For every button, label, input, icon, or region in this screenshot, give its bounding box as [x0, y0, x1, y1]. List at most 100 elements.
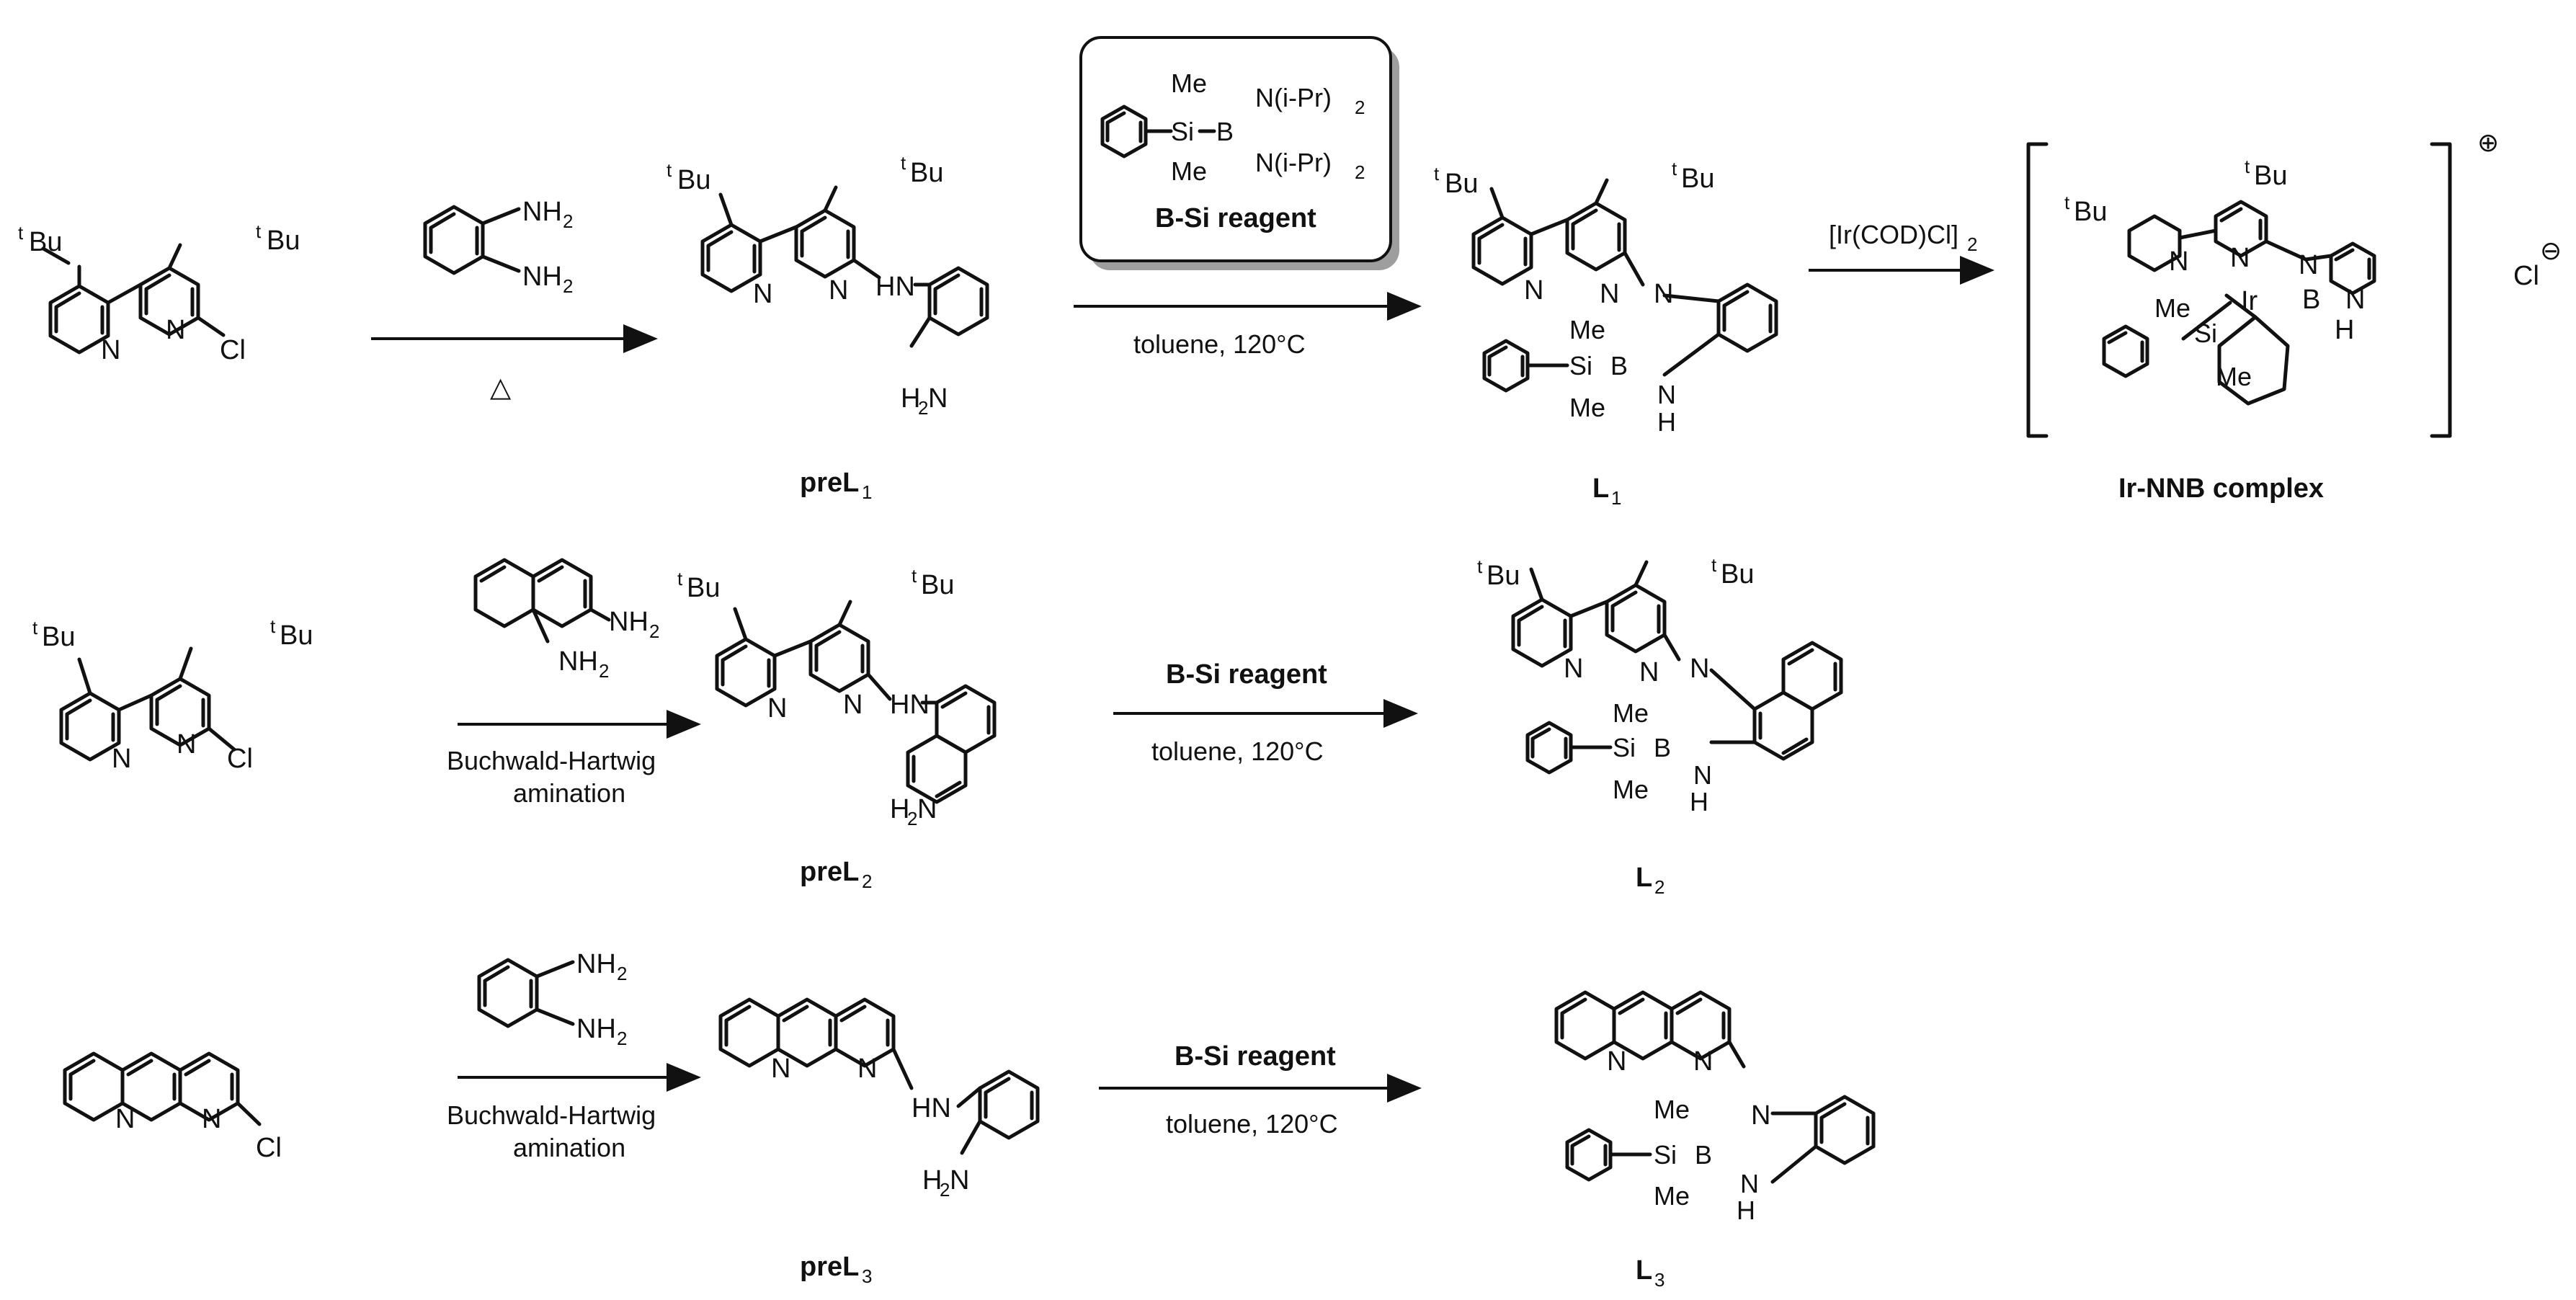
- nh2-label: NH: [522, 262, 562, 292]
- complex-label: Ir-NNB complex: [2118, 473, 2324, 504]
- tert-prefix: t: [18, 222, 24, 244]
- methyl-label: Me: [1613, 698, 1649, 728]
- heat-symbol: △: [490, 373, 512, 403]
- h-label: H: [2335, 315, 2354, 345]
- prel3-label: preL: [800, 1252, 859, 1282]
- bsi-label-row2: B-Si reagent: [1166, 659, 1327, 690]
- boron-label: B: [1610, 351, 1628, 380]
- nh2-label: NH: [522, 197, 562, 227]
- tbu-label: Bu: [1445, 169, 1478, 199]
- nh2-label: NH: [576, 949, 616, 979]
- hn-label: HN: [912, 1093, 951, 1123]
- l1-structure: N N N Me Si Me B N H t Bu t Bu L 1: [1434, 158, 1778, 509]
- n-atom: N: [829, 275, 848, 306]
- l1-label: L: [1592, 473, 1609, 504]
- nh-label: N: [1693, 760, 1712, 790]
- right-bracket: [2430, 142, 2452, 438]
- tbu-label: Bu: [677, 165, 710, 195]
- methyl-label: Me: [1654, 1181, 1690, 1211]
- bipyridine-chloride-row1: N N Cl t Bu t Bu: [18, 221, 300, 365]
- si-label: Si: [2194, 319, 2217, 348]
- methyl-label: Me: [1171, 68, 1207, 98]
- tert-prefix: t: [1711, 554, 1717, 576]
- n-atom: N: [843, 690, 863, 720]
- hn-label: HN: [875, 272, 915, 302]
- cl-atom: Cl: [256, 1133, 282, 1163]
- condition-toluene-row3: toluene, 120°C: [1166, 1109, 1338, 1139]
- tert-prefix: t: [1434, 163, 1440, 184]
- step3-reagent: NH 2 NH 2 Buchwald-Hartwig amination: [447, 949, 701, 1162]
- nh2-label: NH: [576, 1014, 616, 1044]
- subscript: 2: [599, 660, 609, 682]
- amination-line2: amination: [513, 778, 625, 808]
- subscript: 2: [1355, 161, 1365, 183]
- boron-label: B: [1216, 117, 1234, 146]
- subscript: 2: [907, 808, 917, 829]
- tbu-label: Bu: [1721, 559, 1754, 589]
- tbu-label: Bu: [280, 620, 313, 651]
- amination-line2: amination: [513, 1133, 625, 1162]
- tert-prefix: t: [270, 615, 276, 637]
- cl-atom: Cl: [220, 335, 246, 365]
- l2-structure: N N N Me Si Me B N H t Bu t Bu L 2: [1477, 554, 1843, 898]
- methyl-label: Me: [1569, 315, 1605, 344]
- n-atom: N: [1607, 1046, 1626, 1077]
- tbu-label: Bu: [687, 573, 720, 603]
- si-label: Si: [1569, 351, 1592, 380]
- n-atom: N: [1654, 279, 1673, 309]
- nh-label: N: [1657, 380, 1676, 409]
- bsi-reagent-box: Me Si Me B N(i-Pr) 2 N(i-Pr) 2 B-Si reag…: [1079, 36, 1399, 270]
- l2-label: L: [1636, 863, 1652, 893]
- l3-label: L: [1636, 1255, 1652, 1286]
- tert-prefix: t: [677, 568, 683, 589]
- l3-structure: N N N Me Si Me B N H L 3: [1554, 990, 1876, 1291]
- subscript: 2: [617, 963, 627, 984]
- prel1-subscript: 1: [862, 481, 872, 503]
- condition-toluene: toluene, 120°C: [1133, 329, 1306, 359]
- condition-ir: [Ir(COD)Cl]: [1829, 220, 1958, 249]
- n-atom: N: [1564, 654, 1583, 684]
- n-atom: N: [1600, 279, 1619, 309]
- subscript: 2: [940, 1179, 950, 1201]
- tert-prefix: t: [32, 617, 38, 638]
- n-atom: N: [177, 729, 196, 760]
- si-label: Si: [1613, 733, 1636, 762]
- tbu-label: Bu: [29, 227, 62, 257]
- tbu-label: Bu: [267, 226, 300, 256]
- amination-line1: Buchwald-Hartwig: [447, 1100, 656, 1130]
- ir-atom: Ir: [2241, 286, 2258, 316]
- boron-label: B: [1695, 1140, 1712, 1170]
- tbu-label: Bu: [1487, 561, 1520, 591]
- nitrogen-label: N: [917, 794, 937, 824]
- subscript: 2: [1355, 97, 1365, 118]
- n-atom: N: [753, 279, 772, 309]
- prel3-subscript: 3: [862, 1265, 872, 1287]
- tbu-label: Bu: [2074, 197, 2107, 227]
- boron-label: B: [2302, 285, 2320, 315]
- methyl-label: Me: [1171, 156, 1207, 186]
- n-atom: N: [101, 335, 120, 365]
- h2n-label: H: [922, 1165, 942, 1196]
- tert-prefix: t: [256, 221, 262, 242]
- n-atom: N: [112, 744, 131, 774]
- tert-prefix: t: [912, 565, 917, 587]
- subscript: 2: [649, 620, 659, 642]
- methyl-label: Me: [2216, 362, 2252, 391]
- subscript: 2: [617, 1028, 627, 1049]
- tbu-label: Bu: [910, 158, 943, 188]
- n-atom: N: [771, 1054, 790, 1084]
- hn-label: HN: [890, 690, 930, 720]
- prel1-structure: N N HN H 2 N t Bu t Bu preL 1: [667, 152, 989, 503]
- tert-prefix: t: [1672, 158, 1677, 179]
- n-atom: N: [1693, 1046, 1713, 1077]
- n-atom: N: [2230, 243, 2250, 273]
- charge-minus: ⊖: [2540, 236, 2562, 265]
- prel3-structure: N N HN H 2 N preL 3: [718, 997, 1040, 1287]
- tbu-label: Bu: [42, 622, 75, 652]
- prel2-subscript: 2: [862, 871, 872, 892]
- methyl-label: Me: [2154, 293, 2191, 323]
- h-label: H: [1690, 787, 1708, 816]
- h2n-label: H: [890, 794, 909, 824]
- h2n-label: H: [901, 383, 920, 414]
